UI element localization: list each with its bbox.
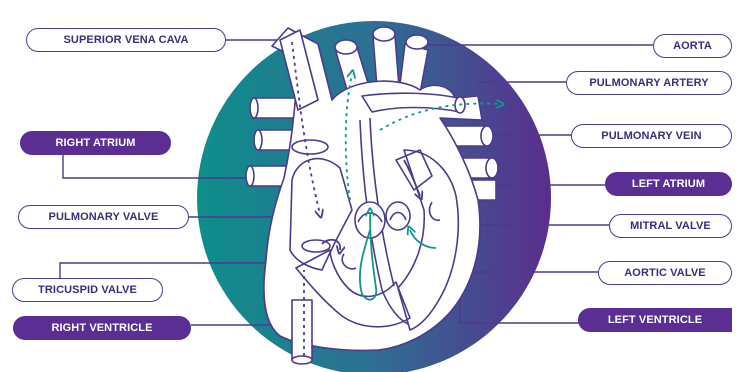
label-pulmonary-vein: PULMONARY VEIN: [571, 124, 732, 148]
label-pulmonary-artery: PULMONARY ARTERY: [566, 71, 732, 95]
label-tricuspid-valve: TRICUSPID VALVE: [12, 278, 163, 302]
label-pulmonary-valve: PULMONARY VALVE: [18, 205, 189, 229]
label-aortic-valve: AORTIC VALVE: [598, 261, 732, 285]
label-superior-vena-cava: SUPERIOR VENA CAVA: [26, 28, 226, 52]
label-mitral-valve: MITRAL VALVE: [609, 214, 732, 238]
label-left-atrium: LEFT ATRIUM: [605, 172, 732, 196]
label-aorta: AORTA: [653, 34, 732, 58]
label-left-ventricle: LEFT VENTRICLE: [578, 308, 732, 332]
label-right-atrium: RIGHT ATRIUM: [20, 131, 171, 155]
label-right-ventricle: RIGHT VENTRICLE: [13, 316, 191, 340]
